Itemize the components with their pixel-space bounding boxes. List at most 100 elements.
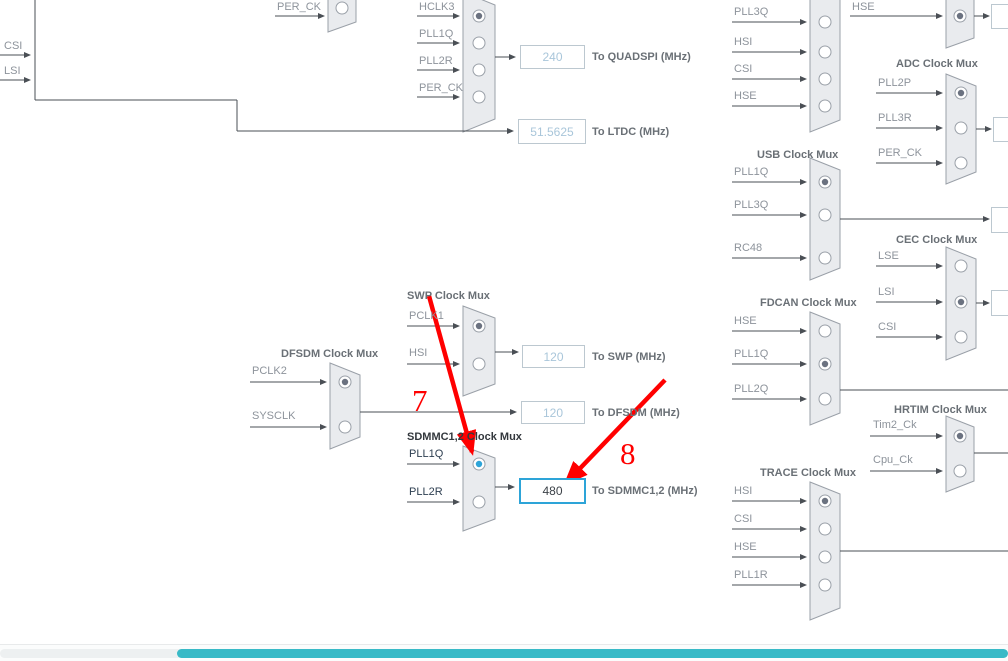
cec-radio-csi[interactable] — [954, 330, 968, 344]
fdcan-mux-title: FDCAN Clock Mux — [760, 297, 857, 309]
signal-label-pll1q-sdmmc: PLL1Q — [409, 448, 444, 460]
connector-lines — [0, 0, 1008, 588]
hrtim-radio-cpuck[interactable] — [953, 464, 967, 478]
fdcan-radio-pll1q[interactable] — [818, 357, 832, 371]
trace-radio-csi[interactable] — [818, 522, 832, 536]
quadspi-radio-pll1q[interactable] — [472, 36, 486, 50]
sdmmc-output-label: To SDMMC1,2 (MHz) — [592, 485, 698, 497]
signal-label-lsi-left: LSI — [4, 65, 21, 77]
signal-label-lse: LSE — [878, 250, 899, 262]
dfsdm-value-box[interactable]: 120 — [521, 401, 585, 424]
swp-radio-pclk1[interactable] — [472, 319, 486, 333]
swp-mux-title: SWP Clock Mux — [407, 290, 490, 302]
usb-radio-pll3q[interactable] — [818, 208, 832, 222]
signal-label-hse-trace: HSE — [734, 541, 757, 553]
top-right-radio-hse[interactable] — [818, 99, 832, 113]
signal-label-hclk3: HCLK3 — [419, 1, 455, 13]
swp-output-label: To SWP (MHz) — [592, 350, 666, 363]
horizontal-scrollbar-thumb[interactable] — [177, 649, 1008, 658]
quadspi-output-label: To QUADSPI (MHz) — [592, 51, 691, 63]
signal-label-cpuck: Cpu_Ck — [873, 454, 913, 466]
quadspi-value-box[interactable]: 240 — [520, 45, 585, 69]
dfsdm-output-label: To DFSDM (MHz) — [592, 406, 680, 419]
hrtim-radio-tim2ck[interactable] — [953, 429, 967, 443]
annotation-arrow-7 — [426, 295, 477, 456]
sdmmc-mux-shape — [462, 445, 496, 532]
value-box-partial-4[interactable] — [991, 290, 1008, 316]
signal-label-hsi-top: HSI — [734, 36, 753, 48]
signal-label-pll2r: PLL2R — [419, 55, 453, 67]
trace-radio-hse[interactable] — [818, 550, 832, 564]
perck-top-radio-0[interactable] — [335, 1, 349, 15]
dfsdm-radio-sysclk[interactable] — [338, 420, 352, 434]
swp-value-box[interactable]: 120 — [522, 345, 585, 368]
signal-label-hse-fdcan: HSE — [734, 315, 757, 327]
signal-label-pll1q-fdcan: PLL1Q — [734, 348, 769, 360]
dfsdm-radio-pclk2[interactable] — [338, 375, 352, 389]
hrtim-mux-title: HRTIM Clock Mux — [894, 404, 987, 416]
value-box-partial-3[interactable] — [991, 207, 1008, 233]
mux-shapes — [327, 0, 977, 621]
signal-label-hsi-trace: HSI — [734, 485, 753, 497]
signal-label-pll2r-sdmmc: PLL2R — [409, 486, 443, 498]
signal-label-rc48: RC48 — [734, 242, 763, 254]
signal-label-hse-top-mux: HSE — [734, 90, 757, 102]
cec-radio-lsi[interactable] — [954, 295, 968, 309]
quadspi-radio-perck[interactable] — [472, 90, 486, 104]
trace-radio-pll1r[interactable] — [818, 578, 832, 592]
quadspi-radio-pll2r[interactable] — [472, 63, 486, 77]
signal-label-hse-small: HSE — [852, 1, 875, 13]
signal-label-csi-cec: CSI — [878, 321, 897, 333]
signal-label-perck-top: PER_CK — [277, 1, 322, 13]
cec-mux-title: CEC Clock Mux — [896, 234, 978, 246]
value-box-partial-2[interactable] — [993, 117, 1008, 142]
annotation-step-7: 7 — [412, 383, 428, 418]
signal-label-csi-left: CSI — [4, 40, 23, 52]
hse-top-radio[interactable] — [953, 9, 967, 23]
usb-radio-rc48[interactable] — [818, 251, 832, 265]
signal-label-csi-trace: CSI — [734, 513, 753, 525]
sdmmc-radio-pll1q[interactable] — [472, 457, 486, 471]
annotation-arrow-8 — [563, 378, 667, 486]
cec-radio-lse[interactable] — [954, 259, 968, 273]
top-right-radio-csi[interactable] — [818, 72, 832, 86]
quadspi-radio-hclk3[interactable] — [472, 9, 486, 23]
scrollbar-area — [0, 644, 1008, 661]
signal-label-pll1q: PLL1Q — [419, 28, 454, 40]
signal-label-perck-adc: PER_CK — [878, 147, 923, 159]
trace-radio-hsi[interactable] — [818, 494, 832, 508]
signal-label-tim2ck: Tim2_Ck — [873, 419, 917, 431]
signal-label-pclk2: PCLK2 — [252, 365, 287, 377]
signal-label-pll2q: PLL2Q — [734, 383, 769, 395]
hse-top-mux-shape — [945, 0, 975, 49]
adc-radio-pll3r[interactable] — [954, 121, 968, 135]
signal-label-hsi-swp: HSI — [409, 347, 428, 359]
hrtim-mux-shape — [945, 415, 975, 493]
top-right-radio-pll3q[interactable] — [818, 15, 832, 29]
fdcan-radio-pll2q[interactable] — [818, 392, 832, 406]
top-right-mux-shape — [809, 0, 841, 133]
trace-mux-title: TRACE Clock Mux — [760, 467, 856, 479]
value-box-partial-1[interactable] — [991, 4, 1008, 29]
ltdc-value-box[interactable]: 51.5625 — [518, 119, 586, 144]
dfsdm-mux-shape — [329, 362, 361, 450]
top-right-radio-hsi[interactable] — [818, 45, 832, 59]
signal-label-sysclk: SYSCLK — [252, 410, 296, 422]
sdmmc-radio-pll2r[interactable] — [472, 495, 486, 509]
swp-radio-hsi[interactable] — [472, 357, 486, 371]
swp-mux-shape — [462, 305, 496, 397]
adc-radio-perck[interactable] — [954, 156, 968, 170]
usb-radio-pll1q[interactable] — [818, 175, 832, 189]
fdcan-radio-hse[interactable] — [818, 324, 832, 338]
signal-label-perck: PER_CK — [419, 82, 464, 94]
signal-label-pll1q-usb: PLL1Q — [734, 166, 769, 178]
adc-mux-title: ADC Clock Mux — [896, 58, 978, 70]
signal-label-pll2p: PLL2P — [878, 77, 912, 89]
mux-radio-buttons — [335, 1, 968, 592]
adc-radio-pll2p[interactable] — [954, 86, 968, 100]
perck-top-mux-shape — [327, 0, 357, 33]
sdmmc-value-box[interactable]: 480 — [519, 478, 586, 504]
signal-label-pll3q-top: PLL3Q — [734, 6, 769, 18]
signal-label-lsi-cec: LSI — [878, 286, 895, 298]
